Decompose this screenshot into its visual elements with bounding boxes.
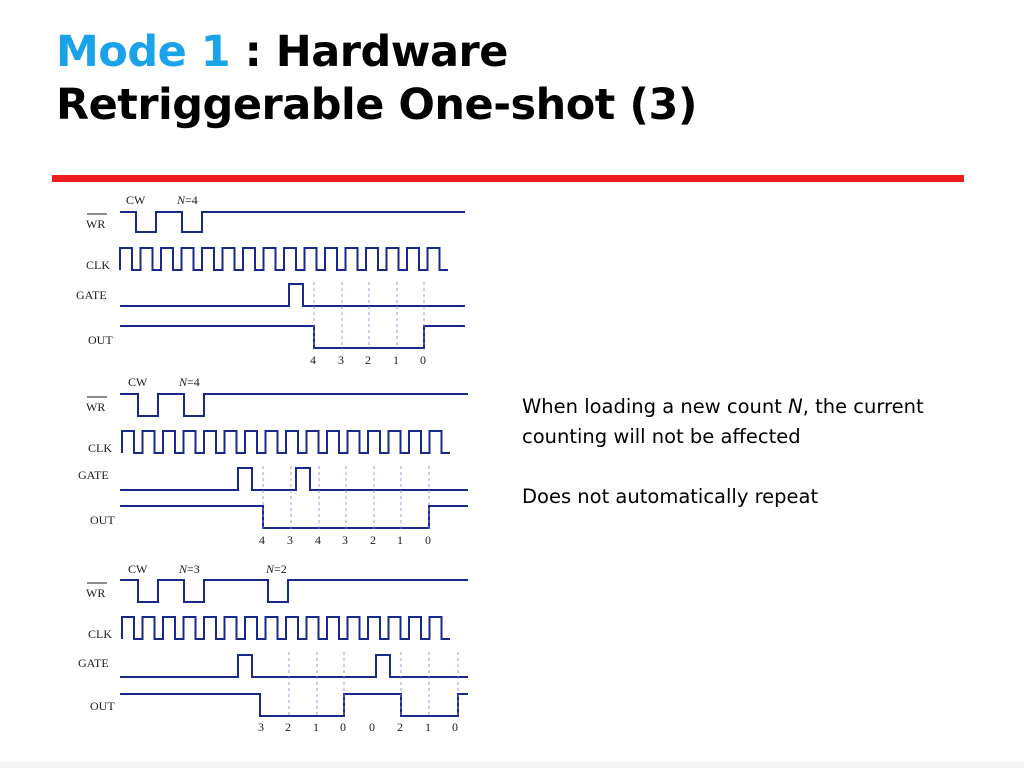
signal-label-gate-1: GATE [76, 288, 107, 302]
count-label: 2 [285, 720, 291, 734]
marker-n-2: N=4 [178, 375, 200, 389]
note-no-repeat: Does not automatically repeat [522, 485, 819, 508]
wr-waveform-3 [120, 579, 468, 603]
marker-n2-3: N=2 [265, 562, 287, 576]
marker-n-1: N=4 [176, 193, 198, 207]
title-rule [52, 175, 964, 182]
marker-n3-3: N=3 [178, 562, 200, 576]
out-waveform-2 [120, 505, 468, 529]
count-label: 3 [287, 533, 293, 547]
count-label: 3 [342, 533, 348, 547]
count-label: 1 [313, 720, 319, 734]
count-label: 0 [340, 720, 346, 734]
count-labels-1: 4 3 2 1 0 [310, 353, 426, 367]
signal-label-gate-3: GATE [78, 656, 109, 670]
timing-diagrams: CW N=4 WR CLK GATE OUT 4 3 2 1 0 CW N=4 [76, 193, 468, 734]
out-waveform-3 [120, 693, 468, 717]
count-label: 0 [425, 533, 431, 547]
title-rest: : Hardware [230, 27, 509, 77]
signal-label-out-3: OUT [90, 699, 115, 713]
guides-2 [262, 466, 430, 530]
gate-waveform-1 [120, 283, 465, 307]
timing-diagram-1: CW N=4 WR CLK GATE OUT 4 3 2 1 0 [76, 193, 465, 367]
clk-waveform-3 [121, 616, 450, 640]
timing-diagram-3: CW N=3 N=2 WR CLK GATE OUT 3 2 1 0 0 2 1 [78, 562, 468, 734]
signal-label-clk-1: CLK [86, 258, 110, 272]
gate-waveform-2 [120, 467, 468, 491]
count-label: 2 [370, 533, 376, 547]
signal-label-out-1: OUT [88, 333, 113, 347]
marker-cw-2: CW [128, 375, 148, 389]
marker-cw-3: CW [128, 562, 148, 576]
signal-label-out-2: OUT [90, 513, 115, 527]
gate-waveform-3 [120, 654, 468, 678]
signal-label-wr-1: WR [86, 217, 105, 231]
wr-waveform-1 [120, 211, 465, 233]
count-labels-3: 3 2 1 0 0 2 1 0 [258, 720, 458, 734]
count-label: 0 [369, 720, 375, 734]
note-loading-count: When loading a new count N, the current … [522, 395, 924, 448]
count-label: 0 [452, 720, 458, 734]
count-label: 3 [258, 720, 264, 734]
count-label: 1 [397, 533, 403, 547]
guides-3 [288, 652, 459, 718]
count-label: 4 [259, 533, 265, 547]
wr-waveform-2 [120, 393, 468, 417]
count-label: 1 [393, 353, 399, 367]
count-label: 1 [425, 720, 431, 734]
signal-label-clk-3: CLK [88, 627, 112, 641]
title-mode: Mode 1 [56, 27, 231, 77]
marker-cw-1: CW [126, 193, 146, 207]
signal-label-wr-3: WR [86, 586, 105, 600]
count-label: 4 [315, 533, 321, 547]
count-labels-2: 4 3 4 3 2 1 0 [259, 533, 431, 547]
count-label: 0 [420, 353, 426, 367]
clk-waveform-1 [119, 247, 448, 271]
notes-text: When loading a new count N, the current … [522, 392, 962, 542]
signal-label-gate-2: GATE [78, 468, 109, 482]
bottom-band [0, 762, 1024, 768]
count-label: 3 [338, 353, 344, 367]
clk-waveform-2 [121, 430, 450, 454]
count-label: 4 [310, 353, 316, 367]
signal-label-clk-2: CLK [88, 441, 112, 455]
timing-diagram-2: CW N=4 WR CLK GATE OUT 4 3 4 3 2 1 0 [78, 375, 468, 547]
count-label: 2 [365, 353, 371, 367]
signal-label-wr-2: WR [86, 400, 105, 414]
guides-1 [313, 282, 425, 350]
count-label: 2 [397, 720, 403, 734]
title-line2: Retriggerable One-shot (3) [56, 80, 698, 130]
out-waveform-1 [120, 325, 465, 349]
